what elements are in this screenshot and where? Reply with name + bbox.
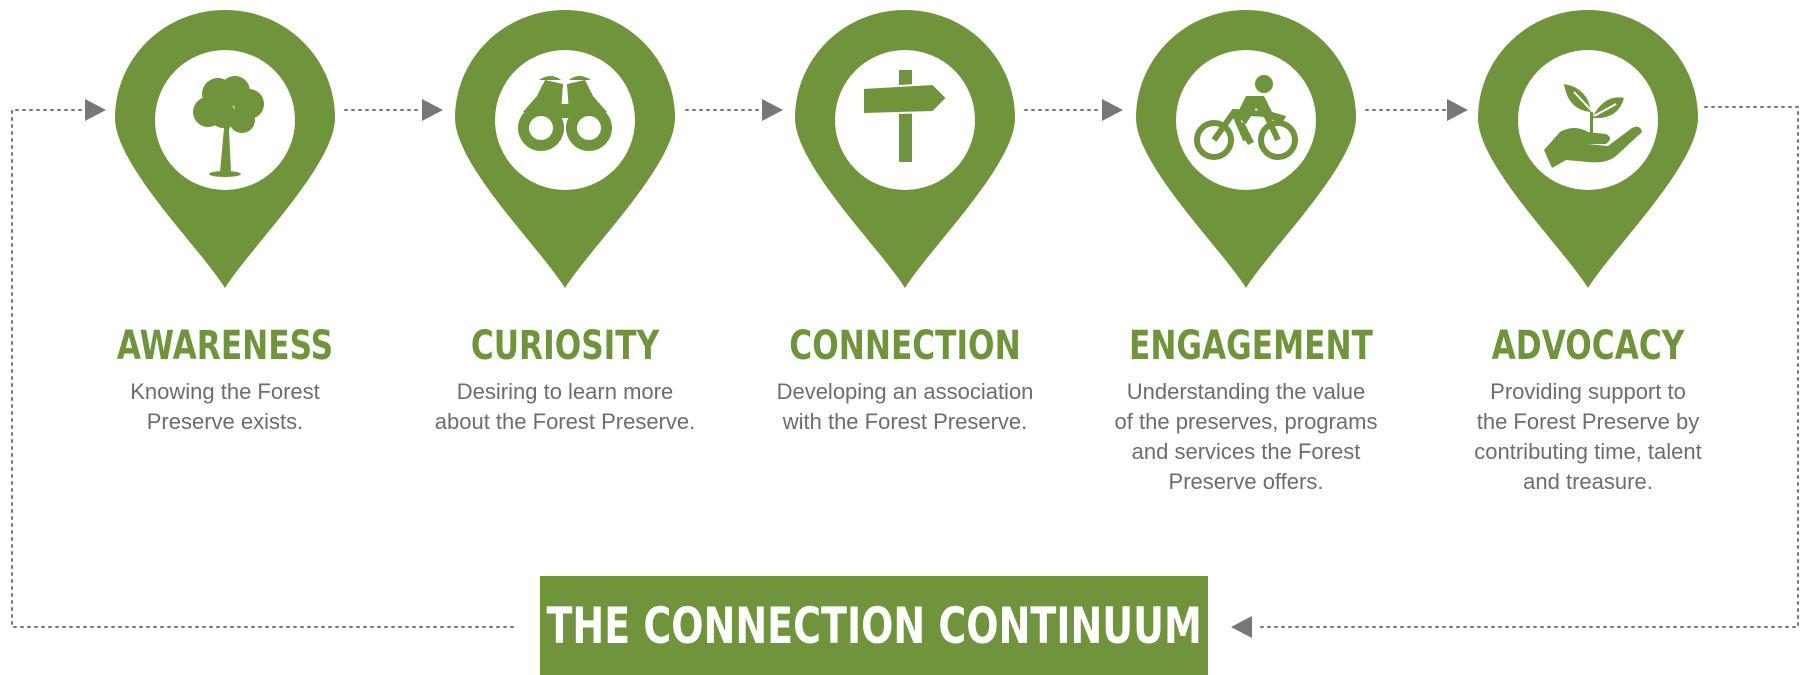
signpost-icon [862,70,949,162]
map-pin [455,9,675,289]
binoculars-icon [518,76,612,151]
arrow-into-banner [1231,616,1252,638]
step-description: Desiring to learn more about the Forest … [434,379,696,434]
cyclist-icon [1194,75,1298,160]
arrow-into-connection [762,99,783,121]
map-pin [114,9,335,289]
continuum-banner: THE CONNECTION CONTINUUM [540,576,1208,675]
map-pin [795,9,1015,289]
step-title: CURIOSITY [470,323,660,369]
step-description: Providing support to the Forest Preserve… [1474,379,1702,494]
map-pin [1136,9,1356,289]
hand-sprout-icon [1544,84,1642,168]
banner-title: THE CONNECTION CONTINUUM [546,596,1202,655]
step-description: Knowing the Forest Preserve exists. [130,379,320,434]
arrow-into-curiosity [422,99,443,121]
arrow-into-engagement [1102,99,1123,121]
step-title: CONNECTION [789,323,1021,369]
step-title: AWARENESS [116,323,334,369]
map-pin [1478,9,1698,289]
step-description: Understanding the value of the preserves… [1114,379,1378,494]
return-line-right [1257,106,1799,628]
step-title: ADVOCACY [1491,323,1685,369]
arrow-into-advocacy [1447,99,1468,121]
step-title: ENGAGEMENT [1129,323,1373,369]
arrow-into-awareness [85,99,106,121]
tree-icon [193,76,264,177]
step-description: Developing an association with the Fores… [776,379,1034,434]
